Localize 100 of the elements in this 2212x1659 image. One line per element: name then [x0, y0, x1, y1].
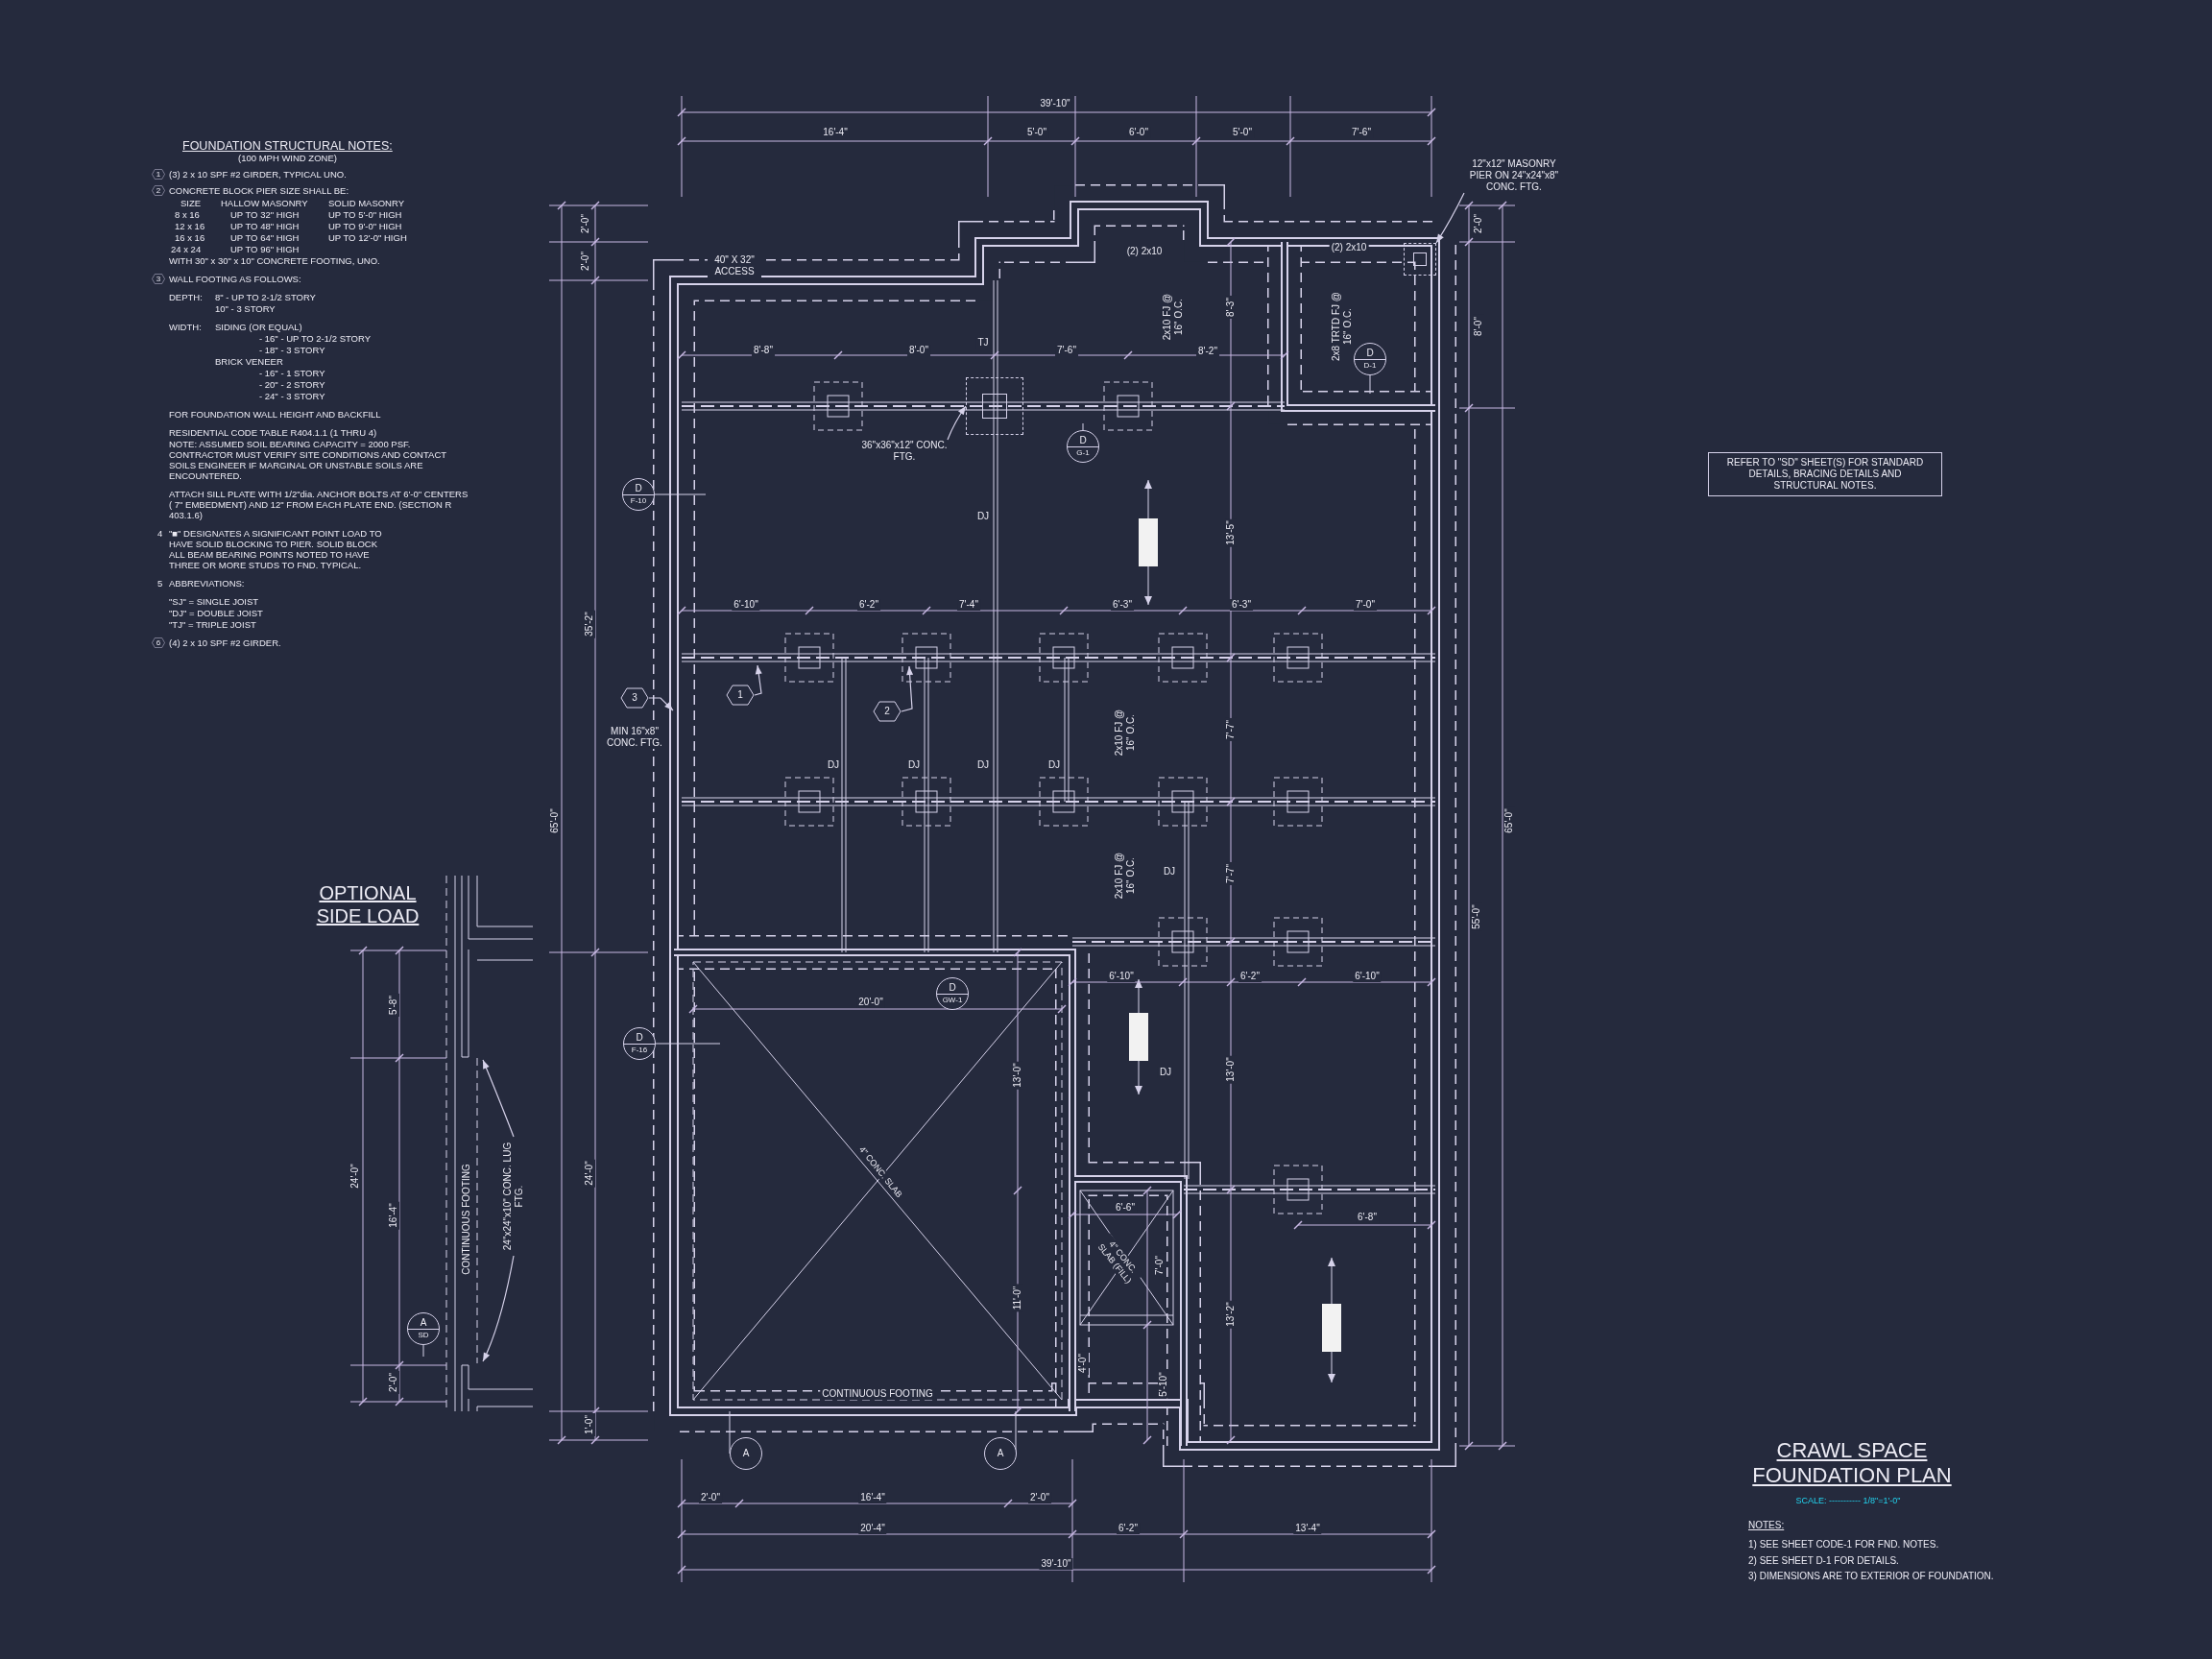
callout-number: 2 — [152, 185, 165, 196]
note-text: UP TO 12'-0" HIGH — [328, 232, 407, 243]
note-text: - 16" - UP TO 2-1/2 STORY — [259, 333, 371, 344]
dimension-label: 5'-8" — [388, 994, 399, 1017]
callout-number: 3 — [152, 274, 165, 284]
leader-line — [1435, 192, 1465, 244]
note-text: NOTES: — [1748, 1520, 1785, 1531]
callout-hexagon — [873, 701, 902, 722]
note-text: CONCRETE BLOCK PIER SIZE SHALL BE: — [169, 185, 349, 196]
dimension-label: 55'-0" — [1471, 902, 1482, 931]
sheet-reference: GW-1 — [937, 994, 968, 1005]
note-text: (4) 2 x 10 SPF #2 GIRDER. — [169, 637, 281, 648]
sheet-reference: F-16 — [624, 1044, 655, 1055]
note-text: DEPTH: — [169, 292, 203, 302]
framing-label: DJ — [974, 511, 992, 522]
note-text: UP TO 96" HIGH — [230, 244, 300, 254]
dimension-label: 13'-4" — [1293, 1523, 1322, 1534]
callout-hexagon — [620, 687, 649, 709]
dimension-label: 8'-8" — [752, 345, 775, 356]
dimension-label: 2'-0" — [580, 250, 591, 273]
dimension-label: 6'-3" — [1111, 599, 1134, 611]
dimension-label: 2'-0" — [699, 1492, 722, 1503]
plan-note: 40" X 32" ACCESS — [708, 254, 761, 277]
dimension-label: 11'-0" — [1012, 1284, 1023, 1312]
dimension-label: 5'-0" — [1231, 127, 1254, 138]
note-text: "DJ" = DOUBLE JOIST — [169, 608, 263, 618]
note-text: - 16" - 1 STORY — [259, 368, 325, 378]
leader-line — [482, 1059, 515, 1138]
dimension-label: 13'-0" — [1012, 1061, 1023, 1090]
note-text: 3) DIMENSIONS ARE TO EXTERIOR OF FOUNDATION. — [1748, 1571, 1994, 1582]
dimension-label: 5'-10" — [1158, 1370, 1169, 1399]
dimension-label: 6'-8" — [1356, 1212, 1379, 1223]
dimension-label: 8'-2" — [1196, 346, 1219, 357]
dimension-label: 39'-10" — [1039, 1558, 1073, 1570]
dimension-label: 8'-3" — [1225, 296, 1237, 319]
plan-note: CONTINUOUS FOOTING — [820, 1388, 935, 1400]
note-text: 4 — [157, 528, 163, 539]
note-text: (3) 2 x 10 SPF #2 GIRDER, TYPICAL UNO. — [169, 169, 347, 180]
section-marker — [622, 478, 655, 511]
note-text: 8" - UP TO 2-1/2 STORY — [215, 292, 316, 302]
callout-number: 3 — [632, 692, 637, 704]
note-text: UP TO 32" HIGH — [230, 209, 300, 220]
dimension-label: 2'-0" — [1473, 212, 1484, 235]
framing-label: DJ — [974, 759, 992, 771]
dimension-label: 24'-0" — [349, 1162, 361, 1190]
note-text: HALLOW MASONRY — [221, 198, 308, 208]
dimension-label: 7'-0" — [1354, 599, 1377, 611]
section-heading: OPTIONAL SIDE LOAD — [315, 881, 421, 927]
dimension-label: 7'-4" — [957, 599, 980, 611]
dimension-label: 2'-0" — [388, 1371, 399, 1394]
note-text: - 24" - 3 STORY — [259, 391, 325, 401]
note-text: 8 x 16 — [175, 209, 200, 220]
section-marker — [1067, 430, 1099, 463]
note-text: - 20" - 2 STORY — [259, 379, 325, 390]
section-marker — [730, 1437, 762, 1470]
dimension-label: 5'-0" — [1025, 127, 1048, 138]
leader-line — [754, 664, 762, 696]
note-text: 24 x 24 — [171, 244, 202, 254]
plan-note: CONTINUOUS FOOTING — [461, 1162, 472, 1277]
framing-label: DJ — [1157, 1067, 1174, 1078]
note-text: WIDTH: — [169, 322, 202, 332]
leader-line — [648, 697, 674, 711]
dimension-label: 13'-5" — [1225, 518, 1237, 547]
dimension-label: 16'-4" — [821, 127, 850, 138]
section-marker — [623, 1027, 656, 1060]
note-text: 1) SEE SHEET CODE-1 FOR FND. NOTES. — [1748, 1539, 1939, 1551]
dimension-label: 35'-2" — [584, 610, 595, 638]
note-text: UP TO 48" HIGH — [230, 221, 300, 231]
dimension-label: 20'-0" — [856, 997, 885, 1008]
note-text: 10" - 3 STORY — [215, 303, 276, 314]
callout-note: 12"x12" MASONRY PIER ON 24"x24"x8" CONC. FTG. — [1464, 158, 1564, 193]
marker-letter: D — [636, 1032, 643, 1044]
dimension-label: 6'-2" — [1238, 971, 1262, 982]
notes-heading: FOUNDATION STRUCTURAL NOTES: — [182, 140, 393, 153]
note-text: 5 — [157, 578, 163, 589]
callout-hexagon — [726, 685, 755, 706]
note-text: UP TO 64" HIGH — [230, 232, 300, 243]
dimension-label: 16'-4" — [858, 1492, 887, 1503]
dimension-label: 6'-3" — [1230, 599, 1253, 611]
dimension-label: 20'-4" — [858, 1523, 887, 1534]
framing-label: (2) 2x10 — [1124, 246, 1165, 257]
note-text: WITH 30" x 30" x 10" CONCRETE FOOTING, UNO. — [169, 255, 380, 266]
note-box: REFER TO "SD" SHEET(S) FOR STANDARD DETAILS, BRACING DETAILS AND STRUCTURAL NOTES. — [1708, 452, 1942, 496]
dimension-label: 6'-6" — [1114, 1202, 1137, 1214]
callout-note: 36"x36"x12" CONC. FTG. — [861, 440, 948, 463]
dimension-label: 6'-2" — [1117, 1523, 1140, 1534]
dimension-label: 6'-10" — [1107, 971, 1136, 982]
note-text: UP TO 5'-0" HIGH — [328, 209, 402, 220]
leader-line — [947, 405, 967, 441]
callout-number: 1 — [152, 169, 165, 180]
section-marker — [984, 1437, 1017, 1470]
section-marker — [936, 977, 969, 1010]
note-text: 2) SEE SHEET D-1 FOR DETAILS. — [1748, 1555, 1899, 1567]
callout-number: 6 — [152, 637, 165, 648]
leader-line — [901, 665, 914, 712]
sheet-reference: SD — [408, 1329, 439, 1340]
dimension-label: 16'-4" — [388, 1201, 399, 1230]
marker-letter: D — [635, 483, 642, 494]
note-text: "SJ" = SINGLE JOIST — [169, 596, 259, 607]
dimension-label: 13'-0" — [1225, 1055, 1237, 1084]
